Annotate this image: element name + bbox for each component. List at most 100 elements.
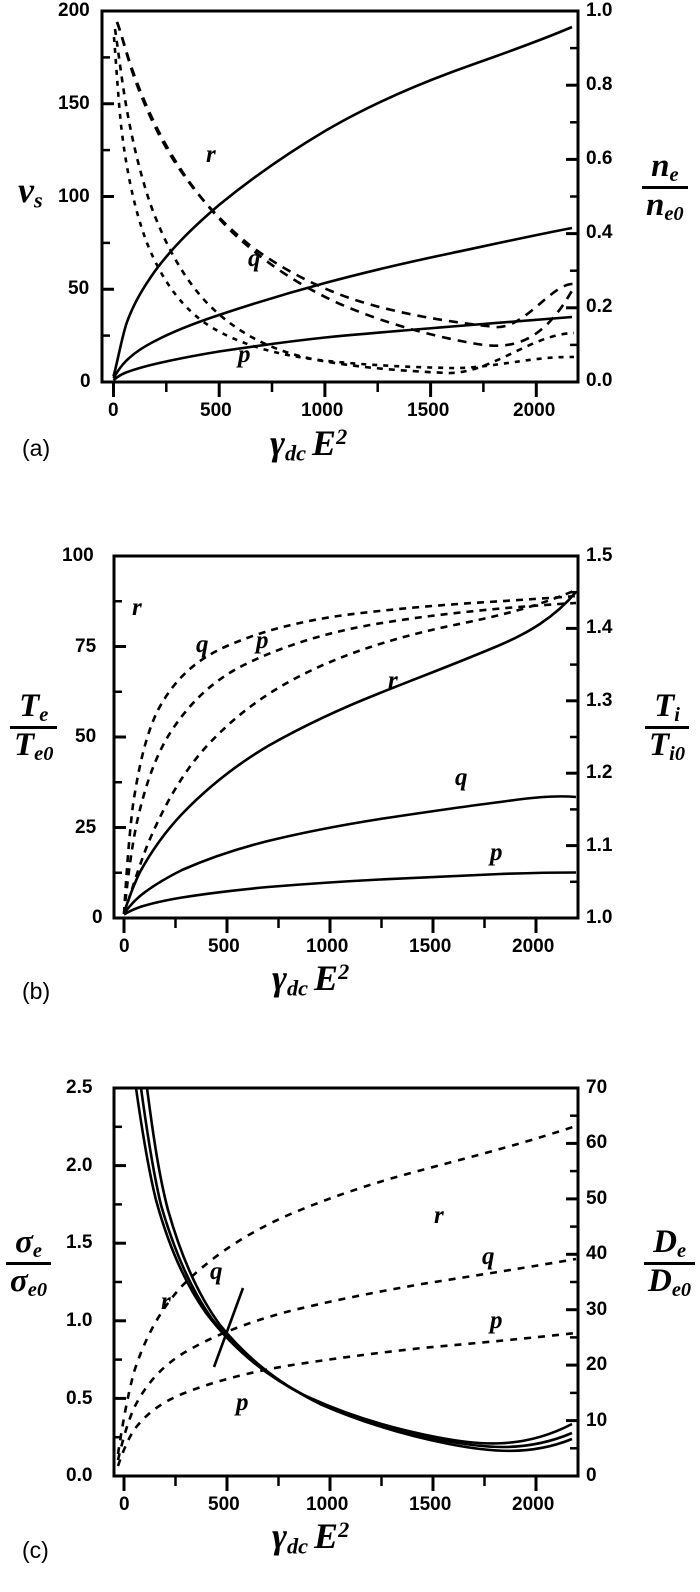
curve-a-solid-q [112,226,573,379]
b-left-tick-4: 100 [62,545,94,566]
curve-c-solid-r [134,1087,573,1445]
c-right-tick-0: 0 [586,1465,597,1486]
c-x-gamma-sub: dc [286,1533,309,1559]
curve-c-dashed-p [116,1331,577,1467]
a-right-tick-2: 0.4 [586,222,613,243]
a-left-axis-num-sub: s [33,187,43,213]
curve-b-dashed-r [122,594,577,915]
c-right-axis-den-sub: e0 [671,1278,692,1301]
c-right-tick-3: 30 [586,1299,608,1320]
c-left-tick-1: 0.5 [66,1388,93,1409]
c-left-axis-num-sub: e [32,1240,42,1263]
curve-b-dashed-q [122,601,577,915]
curve-label-c-q-dashed: q [482,1243,495,1270]
b-right-axis-den: T [649,726,670,763]
curve-b-solid-r [122,591,577,913]
b-left-axis-num: T [19,688,40,724]
curve-c-dashed-q [116,1257,577,1461]
b-right-axis-num: T [654,688,675,724]
b-left-axis-den: T [14,726,35,763]
curve-a-dashed-r2 [115,21,575,329]
b-x-tick-2: 1000 [306,936,349,957]
panel-label-c: (c) [22,1537,49,1563]
b-x-e: E [314,958,339,998]
curve-label-c-p-solid: p [234,1389,249,1416]
a-right-tick-1: 0.2 [586,296,613,317]
panel-a-plot: r q p [100,9,580,397]
panel-a: r q p 200 150 100 50 0 1.0 0.8 0.6 0.4 0… [0,0,700,510]
curve-label-b-dashed-r: r [132,594,142,621]
curve-a-solid-p [112,315,573,382]
b-right-axis-title: Ti Ti0 [645,688,690,764]
c-x-e: E [314,1516,339,1556]
curve-a-dashed-r [115,21,576,347]
c-left-tick-0: 0.0 [66,1465,93,1486]
c-x-e-sup: 2 [338,1516,350,1542]
c-right-tick-6: 60 [586,1132,608,1153]
a-right-axis-num: n [651,148,670,184]
curve-label-b-dashed-p: p [254,627,269,654]
c-right-tick-4: 40 [586,1243,608,1264]
curve-label-c-p-dashed: p [488,1307,503,1334]
curve-label-b-solid-q: q [455,764,468,791]
a-x-e: E [312,423,337,463]
a-left-axis-title: vs [18,172,43,212]
curve-b-solid-q [122,795,577,915]
a-left-tick-2: 100 [58,186,90,207]
a-right-axis-title: ne ne0 [642,150,688,224]
curve-label-b-dashed-q: q [196,631,209,658]
b-x-tick-3: 1500 [409,936,452,957]
c-left-axis-num: σ [15,1224,33,1260]
c-x-tick-1: 500 [208,1494,240,1515]
a-right-tick-4: 0.8 [586,74,613,95]
c-right-axis-num: D [653,1224,677,1260]
a-left-axis-num: v [18,170,34,210]
curve-a-solid-r [112,25,573,377]
c-right-axis-title: De De0 [644,1224,696,1301]
a-x-gamma: γ [270,423,285,463]
curve-label-a-p: p [236,341,251,368]
c-right-tick-2: 20 [586,1354,608,1375]
c-left-tick-2: 1.0 [66,1310,93,1331]
curve-label-b-solid-p: p [488,839,503,866]
c-x-gamma: γ [272,1516,287,1556]
a-x-tick-3: 1500 [407,400,450,421]
a-left-tick-3: 150 [58,93,90,114]
curve-label-a-r: r [206,141,216,168]
c-left-tick-3: 1.5 [66,1232,93,1253]
b-right-tick-0: 1.0 [586,907,613,928]
curve-a-dashed-p [112,36,575,370]
b-left-axis-num-sub: e [39,704,49,727]
c-x-tick-3: 1500 [409,1494,452,1515]
panel-label-a: (a) [22,435,51,461]
c-right-tick-7: 70 [586,1077,608,1098]
a-left-tick-1: 50 [68,278,90,299]
curve-label-c-r-solid: r [161,1288,171,1315]
a-left-tick-4: 200 [58,0,90,21]
a-left-tick-0: 0 [80,371,91,392]
b-right-axis-num-sub: i [674,704,680,727]
a-x-e-sup: 2 [336,423,348,449]
panel-label-b: (b) [22,978,51,1004]
panel-c: q r r q p p 2.5 2.0 1.5 1.0 0.5 0.0 70 6… [0,1020,700,1592]
curve-label-c-r-dashed: r [434,1202,444,1229]
c-left-tick-5: 2.5 [66,1077,93,1098]
b-right-tick-3: 1.3 [586,690,613,711]
c-right-axis-num-sub: e [676,1240,687,1263]
b-right-tick-2: 1.2 [586,762,613,783]
b-right-tick-5: 1.5 [586,545,613,566]
b-x-e-sup: 2 [338,958,350,984]
b-x-gamma-sub: dc [286,975,309,1001]
curve-c-q-leader-line [212,1287,245,1368]
a-right-axis-den-sub: e0 [664,202,684,225]
b-left-tick-0: 0 [92,907,103,928]
a-right-tick-0: 0.0 [586,370,613,391]
a-x-tick-0: 0 [108,400,119,421]
panel-c-plot: q r r q p p [112,1086,580,1491]
a-right-axis-den: n [646,186,665,223]
curve-label-c-q-solid: q [210,1258,223,1285]
c-left-tick-4: 2.0 [66,1155,93,1176]
c-right-axis-den: D [648,1262,672,1299]
curve-c-solid-q [139,1087,573,1449]
